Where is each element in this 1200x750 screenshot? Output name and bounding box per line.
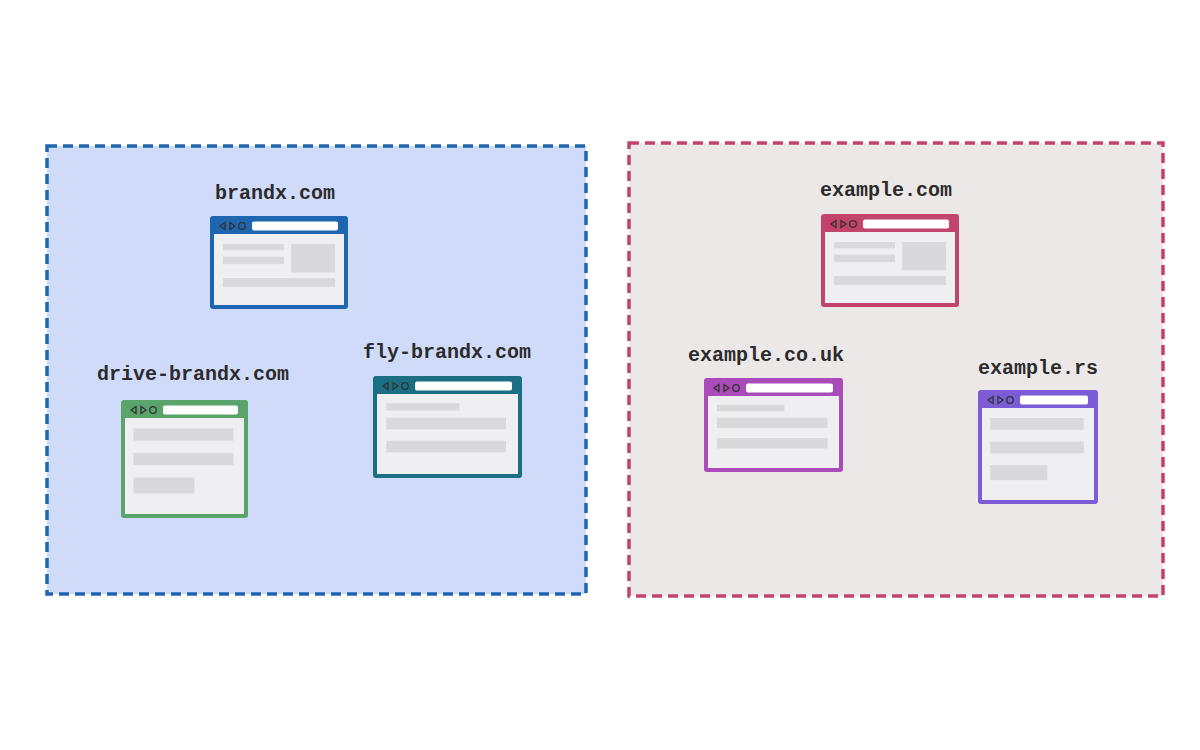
window-icon (978, 390, 1098, 504)
reload-button (1007, 397, 1014, 404)
window-frame (706, 380, 841, 470)
content-block (291, 244, 335, 272)
content-block (133, 478, 194, 494)
forward-button (393, 383, 398, 390)
reload-button (850, 221, 857, 228)
domain-label: fly-brandx.com (363, 341, 531, 365)
address-bar (863, 220, 949, 229)
window-drawing (823, 216, 957, 305)
content-block (223, 244, 284, 250)
browser-window: fly-brandx.com (361, 341, 533, 480)
browser-window: example.com (818, 179, 961, 309)
window-drawing (212, 218, 346, 307)
domain-label: brandx.com (215, 182, 335, 206)
title-bar (375, 378, 520, 394)
domain-label: example.rs (978, 357, 1098, 381)
title-bar (980, 392, 1096, 408)
window-drawing (375, 378, 520, 476)
content-block (386, 418, 506, 430)
window-frame (980, 392, 1096, 502)
content-block (717, 438, 828, 448)
title-bar (823, 216, 957, 232)
window-icon (210, 216, 348, 309)
reload-button (733, 385, 740, 392)
window-frame (123, 402, 246, 516)
forward-button (841, 221, 846, 228)
forward-button (998, 397, 1003, 404)
content-block (834, 276, 946, 285)
forward-button (724, 385, 729, 392)
browser-window: example.rs (976, 357, 1100, 506)
title-bar (212, 218, 346, 234)
back-button (988, 397, 993, 404)
back-button (131, 407, 136, 414)
content-block (834, 242, 895, 248)
browser-window: drive-brandx.com (95, 363, 291, 520)
window-frame (823, 216, 957, 305)
address-bar (746, 384, 833, 393)
content-block (223, 278, 335, 287)
forward-button (230, 223, 235, 230)
back-button (383, 383, 388, 390)
address-bar (252, 222, 338, 231)
domain-label: example.com (820, 179, 952, 203)
back-button (714, 385, 719, 392)
address-bar (1020, 396, 1088, 405)
example-region (629, 143, 1163, 596)
window-drawing (706, 380, 841, 470)
back-button (831, 221, 836, 228)
content-block (717, 405, 785, 411)
content-block (223, 257, 284, 265)
domain-label: example.co.uk (688, 344, 844, 368)
window-drawing (123, 402, 246, 516)
window-icon (373, 376, 522, 478)
address-bar (163, 406, 238, 415)
forward-button (141, 407, 146, 414)
content-block (990, 465, 1047, 480)
content-block (990, 442, 1084, 454)
content-block (386, 403, 459, 410)
reload-button (402, 383, 409, 390)
title-bar (706, 380, 841, 396)
back-button (220, 223, 225, 230)
browser-window: brandx.com (210, 182, 350, 311)
content-block (133, 428, 233, 440)
reload-button (239, 223, 246, 230)
title-bar (123, 402, 246, 418)
window-frame (375, 378, 520, 476)
address-bar (415, 382, 512, 391)
window-frame (212, 218, 346, 307)
window-icon (821, 214, 959, 307)
domain-label: drive-brandx.com (97, 363, 289, 387)
window-drawing (980, 392, 1096, 502)
content-block (386, 441, 506, 453)
content-block (834, 255, 895, 263)
window-icon (121, 400, 248, 518)
brand-region (47, 146, 586, 594)
reload-button (150, 407, 157, 414)
content-block (133, 453, 233, 465)
content-block (717, 418, 828, 428)
window-icon (704, 378, 843, 472)
browser-window: example.co.uk (686, 344, 846, 474)
content-block (990, 418, 1084, 430)
content-block (902, 242, 946, 270)
